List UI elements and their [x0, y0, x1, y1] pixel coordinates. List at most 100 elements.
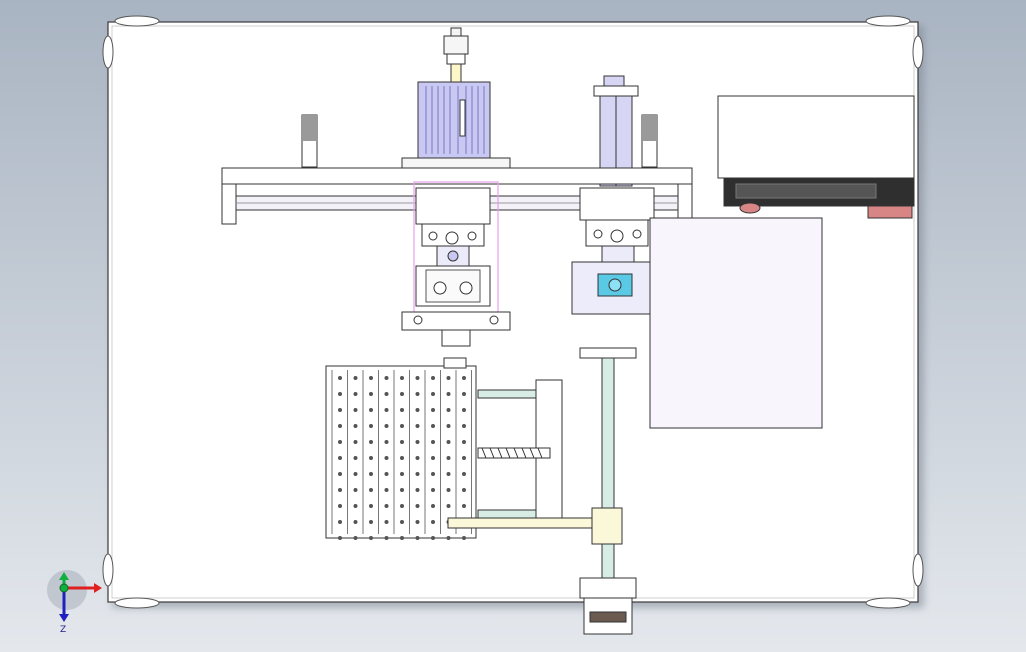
tray-cell-dot: [384, 471, 389, 476]
tray-cell-dot: [337, 455, 342, 460]
part-grid-tray[interactable]: [325, 357, 477, 541]
triad-z-label: Z: [60, 625, 66, 635]
tray-cell-dot: [461, 407, 466, 412]
tray-cell-dot: [415, 439, 420, 444]
tray-cell-dot: [384, 520, 389, 525]
vertical-screw-arm[interactable]: [447, 347, 637, 635]
tray-cell-dot: [430, 520, 435, 525]
tray-cell-dot: [353, 423, 358, 428]
tray-cell-dot: [461, 391, 466, 396]
tray-cell-dot: [337, 407, 342, 412]
tray-cell-dot: [446, 536, 451, 541]
tray-cell-dot: [368, 423, 373, 428]
tray-cell-dot: [415, 455, 420, 460]
tray-cell-dot: [368, 503, 373, 508]
tray-cell-dot: [368, 455, 373, 460]
tray-cell-dot: [384, 439, 389, 444]
tray-cell-dot: [337, 439, 342, 444]
tray-cell-dot: [337, 487, 342, 492]
tray-cell-dot: [384, 455, 389, 460]
tray-cell-dot: [399, 487, 404, 492]
feeder-hopper[interactable]: [717, 95, 915, 219]
guard-panel: [649, 217, 823, 429]
tray-cell-dot: [368, 439, 373, 444]
tray-cell-dot: [430, 536, 435, 541]
tray-cell-dot: [446, 471, 451, 476]
tray-cell-dot: [384, 423, 389, 428]
tray-cell-dot: [384, 407, 389, 412]
tray-cell-dot: [353, 536, 358, 541]
tray-cell-dot: [461, 423, 466, 428]
tray-cell-dot: [368, 391, 373, 396]
tray-cell-dot: [399, 471, 404, 476]
tray-cell-dot: [384, 487, 389, 492]
lift-module[interactable]: [477, 379, 563, 521]
tray-cell-dot: [368, 407, 373, 412]
tray-cell-dot: [461, 439, 466, 444]
tray-cell-dot: [353, 375, 358, 380]
tray-cell-dot: [415, 407, 420, 412]
tray-cell-dot: [415, 536, 420, 541]
coordinate-triad-icon: Z: [47, 570, 102, 635]
tray-cell-dot: [353, 455, 358, 460]
tray-cell-dot: [446, 439, 451, 444]
tray-cell-dot: [415, 487, 420, 492]
tray-cell-dot: [430, 455, 435, 460]
tray-cell-dot: [399, 375, 404, 380]
gripper-carriage-left[interactable]: [401, 187, 511, 347]
tray-cell-dot: [446, 487, 451, 492]
tray-cell-dot: [461, 536, 466, 541]
tray-cell-dot: [446, 455, 451, 460]
tray-cell-dot: [461, 455, 466, 460]
tray-cell-dot: [353, 391, 358, 396]
tray-cell-dot: [430, 471, 435, 476]
tray-cell-dot: [430, 407, 435, 412]
tray-cell-dot: [337, 471, 342, 476]
tray-cell-dot: [461, 375, 466, 380]
tray-cell-dot: [461, 487, 466, 492]
plate-foot-bottom-right: [865, 597, 911, 609]
tray-cell-dot: [384, 503, 389, 508]
tray-cell-dot: [368, 520, 373, 525]
tray-cell-dot: [415, 423, 420, 428]
tray-cell-dot: [384, 391, 389, 396]
tray-cell-dot: [399, 391, 404, 396]
tray-cell-dot: [399, 536, 404, 541]
tray-cell-dot: [446, 503, 451, 508]
tray-cell-dot: [353, 503, 358, 508]
tray-cell-dot: [353, 471, 358, 476]
tray-cell-dot: [415, 471, 420, 476]
tray-cell-dot: [415, 503, 420, 508]
tray-cell-dot: [399, 423, 404, 428]
tray-cell-dot: [399, 520, 404, 525]
tray-cell-dot: [337, 536, 342, 541]
tray-cell-dot: [353, 520, 358, 525]
tray-cell-dot: [399, 439, 404, 444]
tray-cell-dot: [337, 375, 342, 380]
tray-cell-dot: [337, 423, 342, 428]
tray-cell-dot: [368, 536, 373, 541]
tray-cell-dot: [430, 503, 435, 508]
tray-cell-dot: [415, 375, 420, 380]
tray-cell-dot: [446, 375, 451, 380]
tray-cell-dot: [415, 520, 420, 525]
tray-cell-dot: [384, 375, 389, 380]
tray-cell-dot: [399, 503, 404, 508]
tray-cell-dot: [446, 423, 451, 428]
plate-foot-top-left: [114, 15, 160, 27]
tray-cell-dot: [384, 536, 389, 541]
tray-cell-dot: [368, 375, 373, 380]
stepper-motor[interactable]: [401, 27, 511, 169]
tray-cell-dot: [461, 471, 466, 476]
tray-cell-dot: [446, 407, 451, 412]
tray-cell-dot: [337, 503, 342, 508]
tray-cell-dot: [353, 487, 358, 492]
tray-cell-dot: [430, 439, 435, 444]
tray-cell-dot: [430, 375, 435, 380]
tray-cell-dot: [399, 455, 404, 460]
tray-cell-dot: [337, 391, 342, 396]
tray-cell-dot: [353, 439, 358, 444]
tray-cell-dot: [461, 503, 466, 508]
